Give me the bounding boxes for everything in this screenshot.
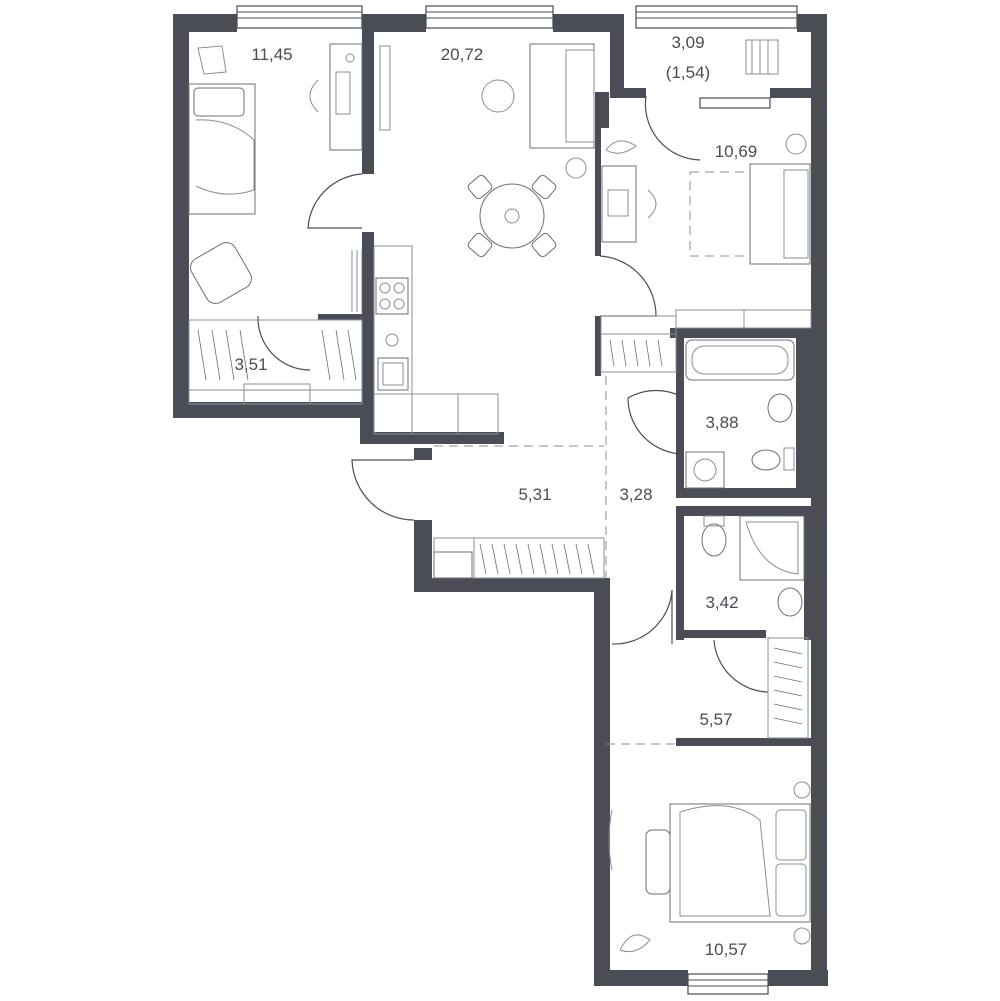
- furniture: [188, 39, 811, 953]
- windows: [236, 5, 798, 995]
- area-label-bathroom-2: 3,42: [705, 593, 738, 612]
- area-labels: 11,45 20,72 3,09 (1,54) 10,69 3,51 3,88 …: [234, 33, 757, 959]
- area-label-bedroom-left: 11,45: [251, 45, 292, 64]
- area-label-hall: 5,31: [518, 485, 551, 504]
- area-label-balcony-reduced: (1,54): [666, 63, 710, 82]
- area-label-corridor-lower: 5,57: [699, 710, 732, 729]
- area-label-bathroom-1: 3,88: [705, 413, 738, 432]
- area-label-living-kitchen: 20,72: [441, 45, 484, 64]
- area-label-balcony: 3,09: [671, 33, 704, 52]
- area-label-bedroom-right: 10,69: [715, 142, 758, 161]
- walls: [173, 14, 828, 986]
- doors: [257, 95, 769, 693]
- area-label-closet-left: 3,51: [234, 355, 267, 374]
- area-label-bedroom-bottom: 10,57: [705, 940, 748, 959]
- area-label-corridor: 3,28: [619, 485, 652, 504]
- interior-lines: [188, 245, 812, 745]
